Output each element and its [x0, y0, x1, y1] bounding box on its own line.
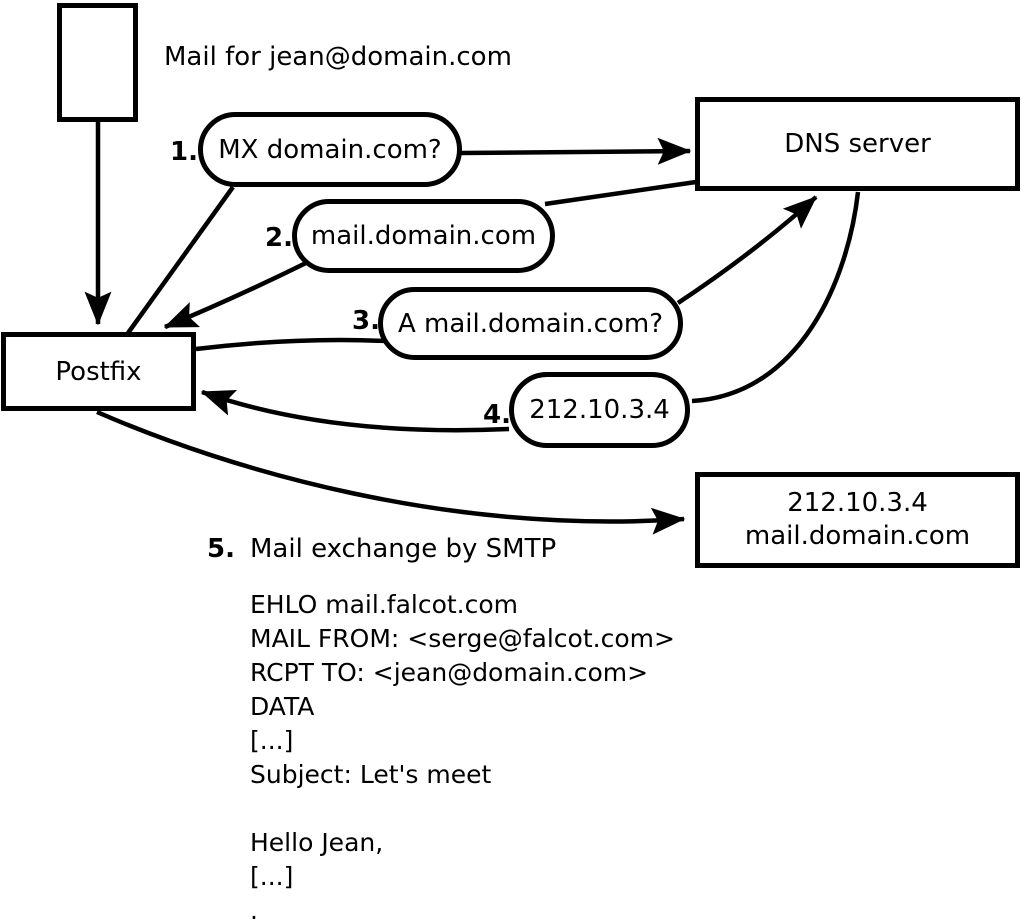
arrow-postfix-to-mailserver [96, 409, 686, 535]
arrow-step4-to-postfix [200, 389, 510, 433]
smtp-line: [...] [250, 862, 294, 891]
smtp-line: MAIL FROM: <serge@falcot.com> [250, 624, 675, 653]
smtp-line: . [250, 896, 258, 919]
mail-server-host-label: mail.domain.com [744, 521, 971, 551]
smtp-transcript: EHLO mail.falcot.com MAIL FROM: <serge@f… [250, 588, 675, 919]
step2-answer-pill: mail.domain.com [292, 199, 555, 273]
dns-server-node: DNS server [695, 97, 1020, 191]
step4-answer-pill: 212.10.3.4 [509, 372, 690, 448]
line-dns-to-step4 [691, 191, 861, 404]
dns-server-node-label: DNS server [784, 129, 931, 159]
smtp-line: DATA [250, 692, 315, 721]
arrow-step1-to-dns [459, 137, 692, 165]
step1-query-label: MX domain.com? [218, 134, 442, 165]
step5-label: Mail exchange by SMTP [250, 534, 557, 564]
mail-server-ip-label: 212.10.3.4 [787, 487, 928, 518]
step4-number: 4. [483, 400, 511, 430]
smtp-line: EHLO mail.falcot.com [250, 590, 519, 619]
line-postfix-to-step3 [195, 337, 387, 352]
smtp-line: [...] [250, 726, 294, 755]
step1-query-pill: MX domain.com? [198, 112, 462, 187]
postfix-node: Postfix [1, 332, 196, 411]
arrow-step3-to-dns [676, 195, 818, 305]
arrow-step2-to-postfix [163, 259, 309, 330]
envelope-node [57, 3, 138, 122]
mail-for-label: Mail for jean@domain.com [164, 42, 512, 72]
step3-query-label: A mail.domain.com? [398, 308, 663, 339]
mail-server-node: 212.10.3.4 mail.domain.com [695, 472, 1020, 568]
smtp-line: Subject: Let's meet [250, 760, 492, 789]
step2-answer-label: mail.domain.com [310, 221, 537, 251]
step5-number: 5. [207, 534, 235, 564]
step2-number: 2. [265, 223, 293, 253]
line-dns-to-step2 [544, 179, 697, 207]
smtp-line-blank [250, 792, 675, 826]
step3-query-pill: A mail.domain.com? [378, 287, 683, 360]
smtp-line: RCPT TO: <jean@domain.com> [250, 658, 649, 687]
step3-number: 3. [352, 306, 380, 336]
smtp-line: Hello Jean, [250, 828, 384, 857]
step4-answer-label: 212.10.3.4 [529, 395, 670, 425]
line-postfix-to-step1 [126, 185, 235, 335]
postfix-node-label: Postfix [55, 356, 142, 387]
step1-number: 1. [170, 137, 198, 167]
